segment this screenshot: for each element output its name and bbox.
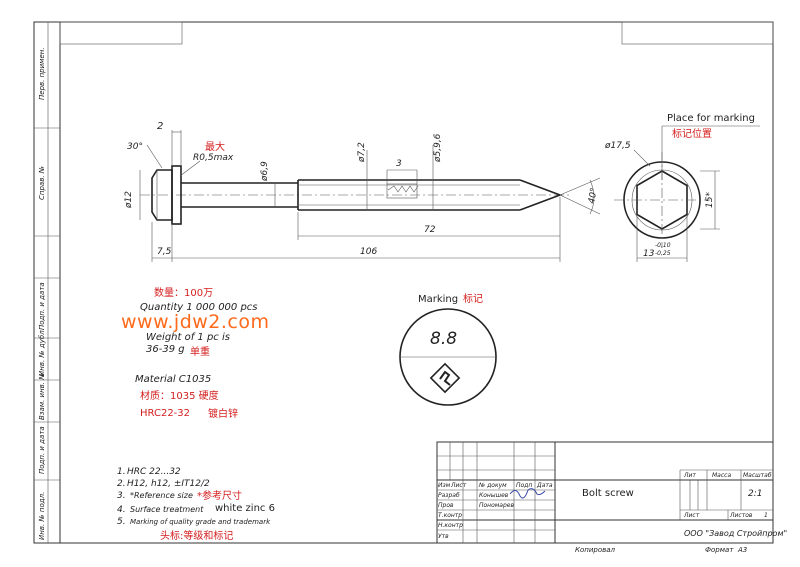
dim-dia-flange: ø17,5 [604,141,631,151]
dim-tip-angle: 40° [587,187,600,204]
tb-r0-c4: Подп [516,482,532,489]
stamp-label-1: Перв. примен. [38,47,46,100]
stamp-label-3: Подп. и дата [38,282,46,330]
stamp-label-6: Подп. и дата [38,426,46,474]
dim-angle-30: 30° [127,142,143,152]
weight-cn: 单重 [190,345,210,358]
marking-view: Marking 标记 8.8 [399,293,497,406]
tb-r1-role: Разраб [438,492,460,499]
stamp-label-2: Справ. № [38,166,46,200]
watermark: www.jdw2.com [121,311,270,333]
tb-r1-c3: Конышев [479,492,509,499]
req-num-3: 3. [117,491,126,501]
weight-en-2: 36-39 g [146,344,185,355]
tb-r0-role: Изм [438,482,451,489]
marking-grade: 8.8 [430,329,457,349]
side-view-dimensions: 2 30° R0,5max 最大 ø12 ø6,9 ø7,2 3 ø5,9,6 … [124,121,601,262]
req-text-1: HRC 22...32 [127,467,181,477]
tb-r2-c3: Пономарев [479,502,514,509]
tb-copied: Копировал [575,546,616,554]
dim-flange-thk: 2 [157,121,163,132]
req-cn-5: 头标:等级和标记 [160,529,233,542]
top-right-box [621,21,774,45]
dim-radius: R0,5max [193,153,234,163]
bolt-end-view: ø17,5 15* 13 -0,10 -0,25 Place for marki… [604,113,760,262]
dim-len-75: 7,5 [157,247,172,257]
dim-thread-small: 3 [396,159,402,169]
stamp-label-7: Инв. № подл. [38,492,46,540]
stamp-label-5: Взам. инв. № [38,372,46,420]
req-text-2: H12, h12, ±IT12/2 [127,479,210,489]
tb-mass: Масса [712,472,731,479]
tb-sheets: 1 [764,512,768,519]
req-text-5: Marking of quality grade and trademark [130,518,271,526]
tb-part-name: Bolt screw [582,488,634,499]
dim-wrench-tol-bot: -0,25 [655,250,671,257]
req-num-4: 4. [117,505,126,515]
bolt-side-view [140,165,570,225]
tb-format-val: А3 [737,546,747,554]
req-num-5: 5. [117,517,126,527]
technical-requirements: 1. HRC 22...32 2. H12, h12, ±IT12/2 3. *… [117,467,275,542]
tb-format: Формат [705,546,734,554]
material-cn: 材质：1035 硬度 [140,389,219,402]
tb-r0-c2: Лист [450,482,467,489]
req-cn-3: *参考尺寸 [197,489,242,502]
tb-scale: 2:1 [748,489,762,499]
tb-scale-hdr: Масштаб [743,472,772,479]
dim-dia-shank: ø6,9 [260,161,270,182]
dim-dia-thread: ø7,2 [357,142,367,163]
tb-lit: Лит [683,472,696,479]
weight-en-1: Weight of 1 pc is [146,332,230,343]
marking-title-cn: 标记 [463,293,483,305]
title-block: Лит Масса Масштаб 2:1 Лист Листов 1 Bolt… [436,441,787,554]
tb-r0-c3: № докум [478,482,507,489]
tb-r2-role: Пров [438,502,454,509]
tb-company: ООО "Завод Стройпром" [684,529,787,538]
req-text-4: Surface treatment [130,505,204,514]
hardness: HRC22-32 [140,408,190,419]
req-num-1: 1. [117,467,126,477]
req-text-3: *Reference size [130,491,193,500]
material-en: Material C1035 [135,374,211,385]
production-notes: 数量：100万 Quantity 1 000 000 pcs Weight of… [135,286,258,420]
side-stamp: Перв. примен. Справ. № Подп. и дата Инв.… [33,21,61,544]
plating-cn: 镀白锌 [208,407,238,420]
trademark-logo [429,362,461,394]
dim-wrench-tol-top: -0,10 [655,242,671,249]
tb-sheet: Лист [683,512,700,519]
stamp-label-4: Инв. № дубл. [38,328,46,376]
tb-sheets-hdr: Листов [729,512,753,519]
dim-height: 15* [705,192,715,208]
top-corner-box [59,21,183,45]
dim-len-72: 72 [424,225,436,235]
dim-dia-59: ø5,9,6 [433,133,443,163]
place-marking-en: Place for marking [667,113,755,124]
qty-en: Quantity 1 000 000 pcs [140,302,258,313]
dim-dia-head: ø12 [124,191,134,209]
tb-r0-c5: Дата [536,482,553,489]
signature [509,488,546,499]
place-marking-cn: 标记位置 [672,127,712,140]
tb-r5-role: Утв [438,533,449,540]
tb-r3-role: Т.контр [438,512,462,519]
req-extra-4: white zinc 6 [215,503,275,514]
req-num-2: 2. [117,479,126,489]
tb-r4-role: Н.контр [438,522,463,529]
dim-len-106: 106 [360,247,377,257]
dim-wrench: 13 [643,249,655,259]
qty-cn: 数量：100万 [154,286,213,299]
marking-title-en: Marking [418,294,458,305]
sheet-frame [59,21,774,544]
dim-radius-cn: 最大 [205,140,225,153]
